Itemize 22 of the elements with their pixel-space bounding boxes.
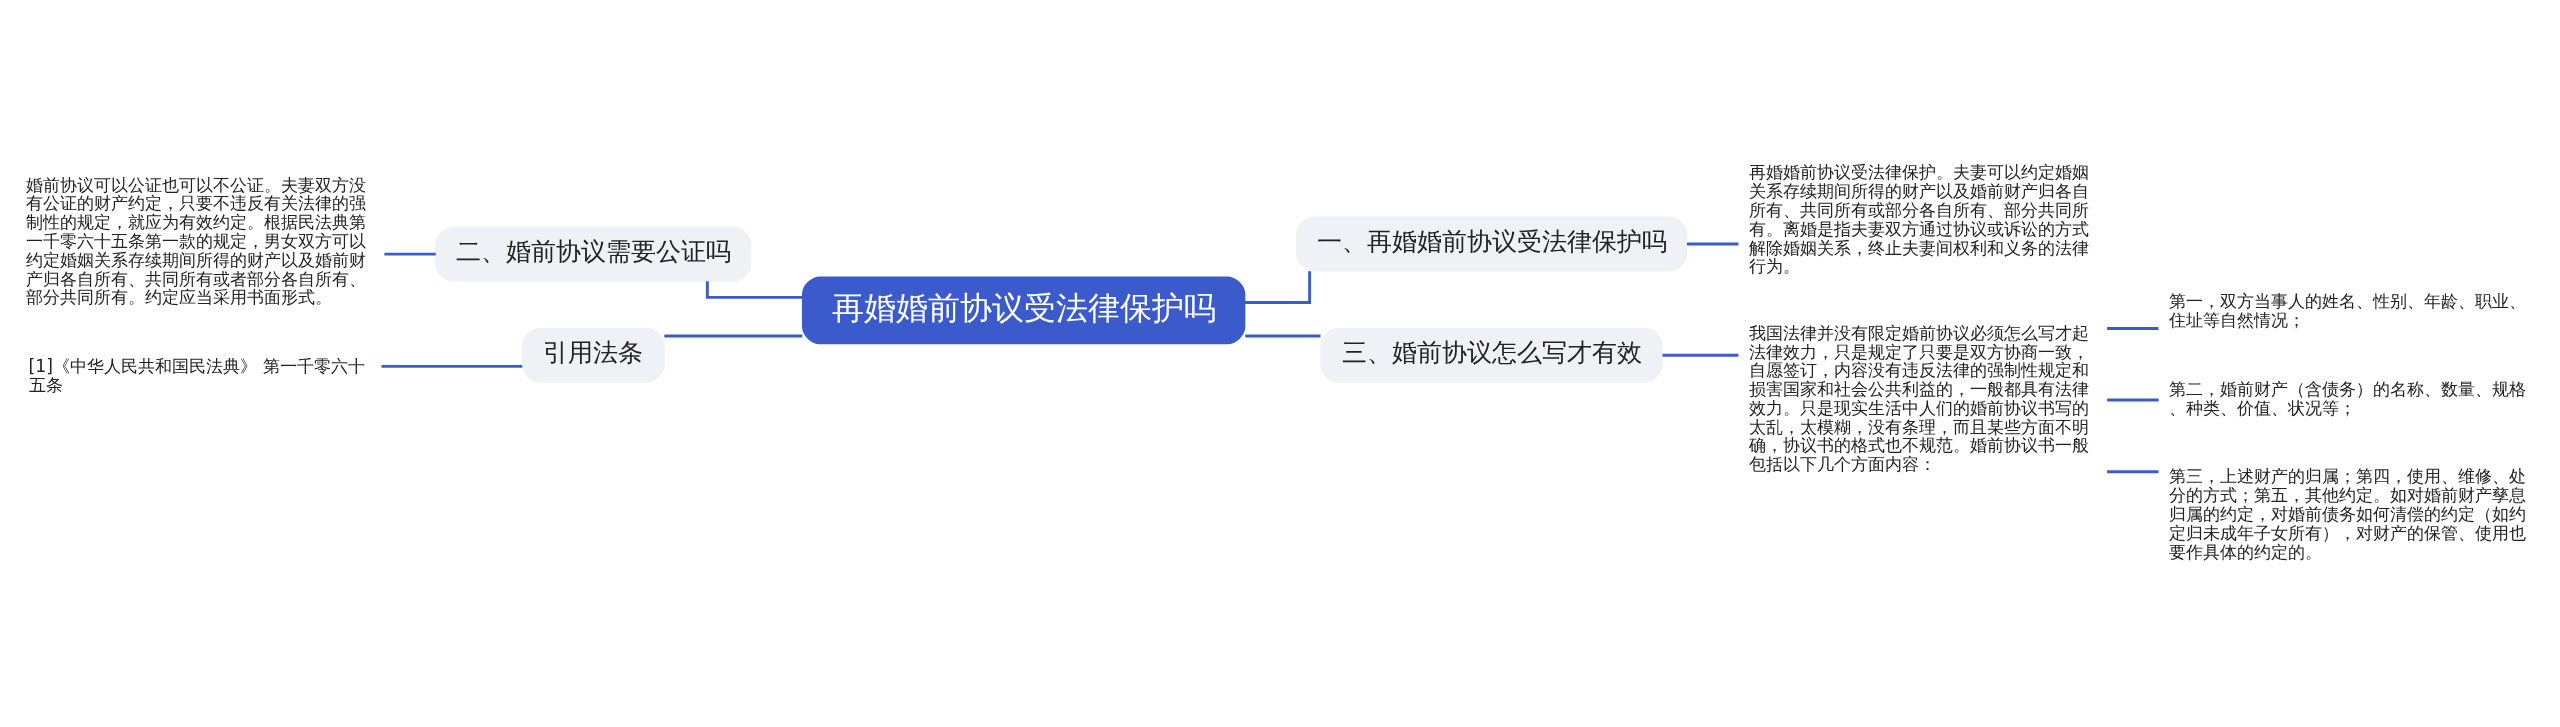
node-text: 我国法律并没有限定婚前协议必须怎么写才起法律效力，只是规定了只要是双方协商一致，自愿签订，内容没有违反法律的强制性规定和损害国家和社会公共利益的，一般都具有法律效力。只是现实生活中人们的婚前协议书写的太乱，太模糊，没有条理，而且某些方面不明确，协议书的格式也不规范。婚前协议书一般包括以下几个方面内容： [1748, 322, 2089, 475]
connector [381, 364, 523, 368]
node-box: 再婚婚前协议受法律保护吗 [801, 276, 1246, 345]
node-text: 再婚婚前协议受法律保护。夫妻可以约定婚姻关系存续期间所得的财产以及婚前财产归各自所有、共同所有或部分各自所有、部分共同所有。离婚是指夫妻双方通过协议或诉讼的方式解除婚姻关系，终止夫妻间权利和义务的法律行为。 [1748, 162, 2089, 277]
node-text: 第三，上述财产的归属；第四，使用、维修、处分的方式；第五，其他约定。如对婚前财产孳息归属的约定，对婚前债务如何清偿的约定（如约定归未成年子女所有），对财产的保管、使用也要作具体的约定的。 [2168, 466, 2526, 562]
node-box: 二、婚前协议需要公证吗 [435, 226, 752, 282]
connector [2107, 327, 2159, 330]
connector [384, 252, 436, 256]
node-text: 婚前协议可以公证也可以不公证。夫妻双方没有公证的财产约定，只要不违反有关法律的强制性的规定，就应为有效约定。根据民法典第一千零六十五条第一款的规定，男女双方可以约定婚姻关系存续期间所得的财产以及婚前财产归各自所有、共同所有或者部分各自所有、部分共同所有。约定应当采用书面形式。 [25, 174, 366, 308]
node-text: 第二，婚前财产（含债务）的名称、数量、规格、种类、价值、状况等； [2168, 379, 2526, 418]
node-text: [1]《中华人民共和国民法典》 第一千零六十五条 [28, 355, 365, 395]
connector [1662, 353, 1739, 357]
node-box: 一、再婚婚前协议受法律保护吗 [1295, 216, 1688, 272]
connector [705, 281, 803, 299]
node-text: 第一，双方当事人的姓名、性别、年龄、职业、住址等自然情况； [2168, 290, 2526, 330]
connector [664, 334, 803, 338]
node-box: 引用法条 [521, 327, 665, 383]
node-box: 三、婚前协议怎么写才有效 [1320, 327, 1663, 383]
connector [2107, 398, 2159, 402]
connector [1245, 334, 1321, 338]
connector [2107, 470, 2159, 474]
connector [1686, 242, 1739, 246]
